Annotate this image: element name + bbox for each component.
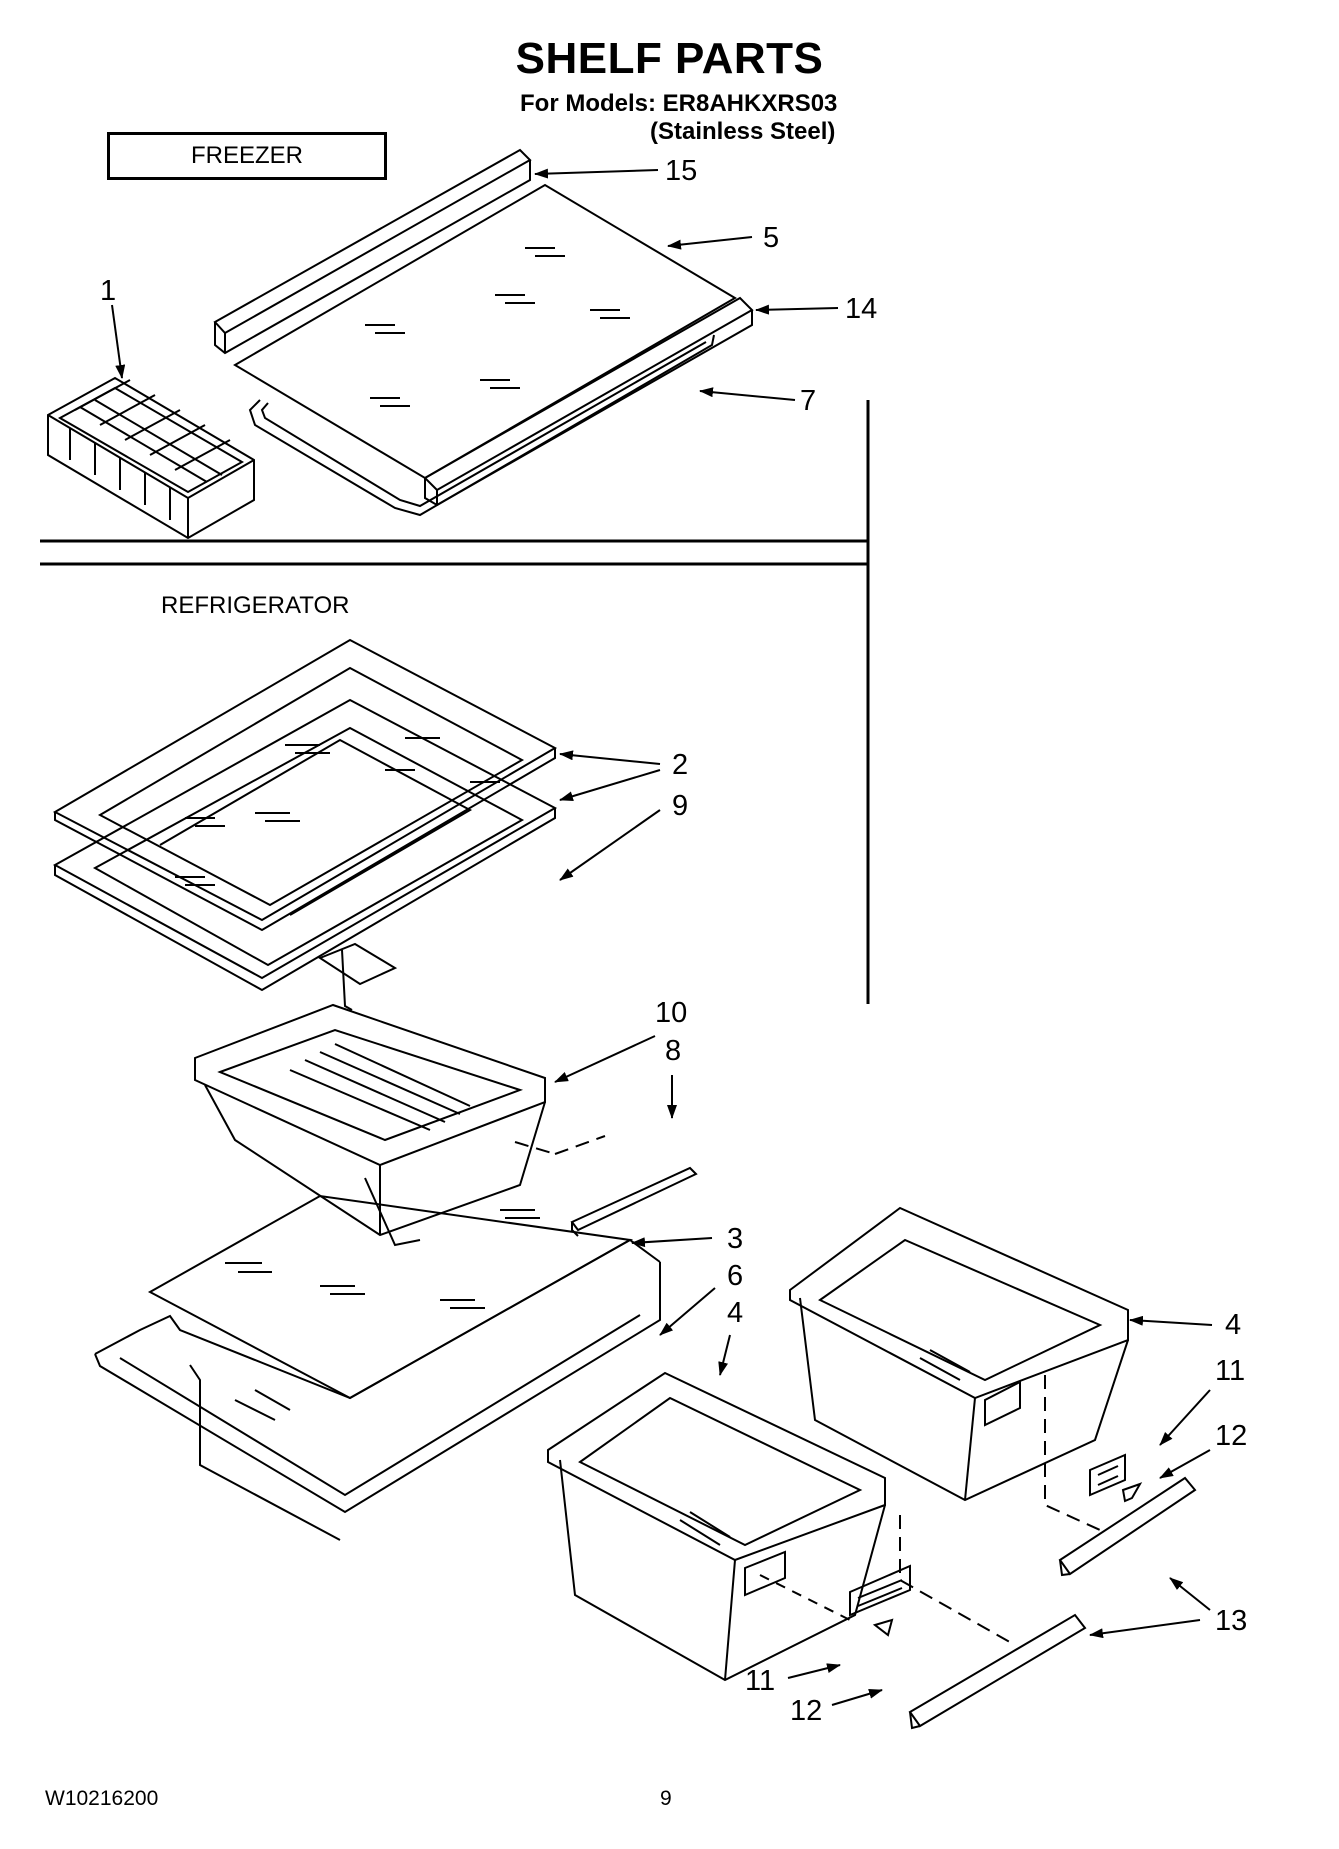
refrigerator-section-label: REFRIGERATOR	[161, 592, 350, 619]
callout-10: 10	[655, 997, 687, 1029]
callout-9: 9	[672, 790, 688, 822]
crisper-cover-drawing	[94, 1194, 661, 1541]
callout-3: 3	[727, 1223, 743, 1255]
freezer-label-text: FREEZER	[190, 142, 303, 169]
callout-15: 15	[665, 155, 697, 187]
page-number: 9	[660, 1787, 672, 1810]
page-title: SHELF PARTS	[515, 34, 824, 83]
section-dividers	[40, 400, 870, 1004]
callout-1: 1	[100, 275, 116, 307]
ice-tray-drawing	[47, 376, 255, 540]
callout-2: 2	[672, 749, 688, 781]
leader-lines	[111, 168, 1213, 1706]
deli-drawer-drawing	[194, 1003, 698, 1247]
fridge-shelves-drawing	[52, 638, 558, 1011]
callout-12b: 12	[790, 1695, 822, 1727]
callout-4a: 4	[727, 1297, 743, 1329]
freezer-shelf-drawing	[213, 148, 754, 517]
callout-6: 6	[727, 1260, 743, 1292]
drawer-accessories-drawing	[849, 1453, 1197, 1730]
callout-8: 8	[665, 1035, 681, 1067]
callout-14: 14	[845, 293, 877, 325]
callout-4b: 4	[1225, 1309, 1241, 1341]
crisper-drawer-left-drawing	[547, 1371, 1016, 1682]
crisper-drawer-right-drawing	[789, 1206, 1129, 1531]
callout-12a: 12	[1215, 1420, 1247, 1452]
finish-line: (Stainless Steel)	[650, 118, 836, 145]
callout-13: 13	[1215, 1605, 1247, 1637]
callout-7: 7	[800, 385, 816, 417]
freezer-section-label: FREEZER	[107, 132, 387, 180]
callout-11b: 11	[745, 1665, 775, 1697]
callout-numbers: 15 5 14 1 7 2 9 10 8 3 6 4 4 11 12 13 11…	[100, 155, 1247, 1727]
models-line: For Models: ER8AHKXRS03	[520, 90, 838, 117]
document-number: W10216200	[45, 1787, 159, 1810]
callout-11a: 11	[1215, 1355, 1245, 1387]
callout-5: 5	[763, 222, 779, 254]
